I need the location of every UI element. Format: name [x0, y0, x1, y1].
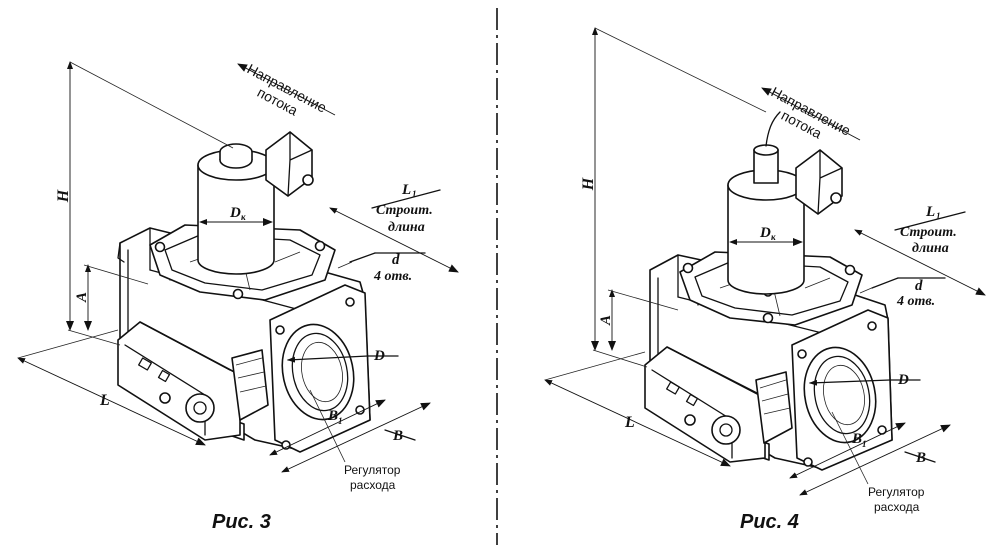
build-length-line2: длина [912, 241, 949, 256]
regulator-label-line1: Регулятор [868, 485, 925, 499]
figure-4: H A L L 1 Строит. длина d 4 отв. D к D B… [544, 27, 986, 533]
dim-A-label: A [598, 315, 614, 326]
dim-H-label: H [55, 189, 72, 203]
figure-3: H A L L 1 Строит. длина d 4 отв. D к D B… [17, 61, 459, 533]
dim-L-label: L [99, 392, 110, 409]
dim-B1-label: B [851, 431, 862, 447]
dim-Dk-label: D [759, 225, 771, 241]
regulator-label-line2: расхода [874, 500, 920, 514]
dim-H-label: H [580, 177, 597, 191]
dimension-lines [17, 61, 459, 473]
dim-L1-subscript: 1 [936, 211, 941, 221]
dim-B1-subscript: 1 [338, 416, 343, 426]
dim-L1-subscript: 1 [412, 189, 417, 199]
dim-L1-label: L [401, 182, 411, 198]
dim-L-label: L [624, 414, 635, 431]
regulator-label-line1: Регулятор [344, 463, 401, 477]
dim-Dk-label: D [229, 205, 241, 221]
dimension-lines [544, 27, 986, 496]
build-length-line1: Строит. [900, 225, 957, 240]
holes-label: 4 отв. [896, 294, 935, 309]
regulator-label-line2: расхода [350, 478, 396, 492]
dim-d-label: d [915, 278, 923, 294]
dim-D-label: D [897, 372, 909, 388]
figure-caption: Рис. 3 [212, 511, 271, 533]
dim-Dk-subscript: к [241, 212, 246, 222]
dim-B-label: B [392, 428, 403, 444]
build-length-line1: Строит. [376, 203, 433, 218]
dim-Dk-subscript: к [771, 232, 776, 242]
figure-caption: Рис. 4 [740, 511, 799, 533]
dim-A-label: A [74, 292, 90, 303]
dim-d-label: d [392, 252, 400, 268]
dim-B1-label: B [327, 408, 338, 424]
dim-B1-subscript: 1 [862, 439, 867, 449]
dim-D-label: D [373, 348, 385, 364]
build-length-line2: длина [388, 220, 425, 235]
solenoid-coil [197, 131, 314, 275]
dim-L1-label: L [925, 204, 935, 220]
holes-label: 4 отв. [373, 269, 412, 284]
dim-B-label: B [915, 450, 926, 466]
